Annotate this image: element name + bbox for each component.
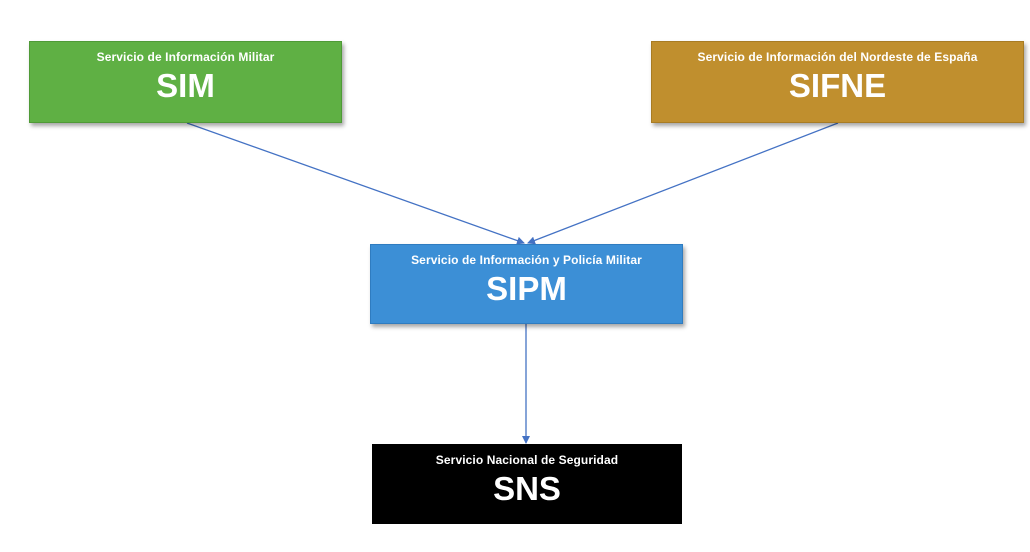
- node-sifne: Servicio de Información del Nordeste de …: [651, 41, 1024, 123]
- node-sns-full-name: Servicio Nacional de Seguridad: [435, 453, 619, 467]
- node-sipm-full-name: Servicio de Información y Policía Milita…: [411, 253, 642, 267]
- node-sim-abbr: SIM: [156, 67, 215, 104]
- node-sim-full-name: Servicio de Información Militar: [96, 50, 275, 64]
- node-sim: Servicio de Información Militar SIM: [29, 41, 342, 123]
- node-sipm: Servicio de Información y Policía Milita…: [370, 244, 683, 324]
- node-sns: Servicio Nacional de Seguridad SNS: [372, 444, 682, 524]
- node-sns-abbr: SNS: [493, 470, 561, 507]
- arrow-sifne-to-sipm: [527, 122, 839, 245]
- node-sipm-abbr: SIPM: [486, 270, 567, 307]
- node-sifne-abbr: SIFNE: [788, 67, 887, 104]
- arrow-sim-to-sipm: [186, 122, 525, 245]
- node-sifne-full-name: Servicio de Información del Nordeste de …: [697, 50, 978, 64]
